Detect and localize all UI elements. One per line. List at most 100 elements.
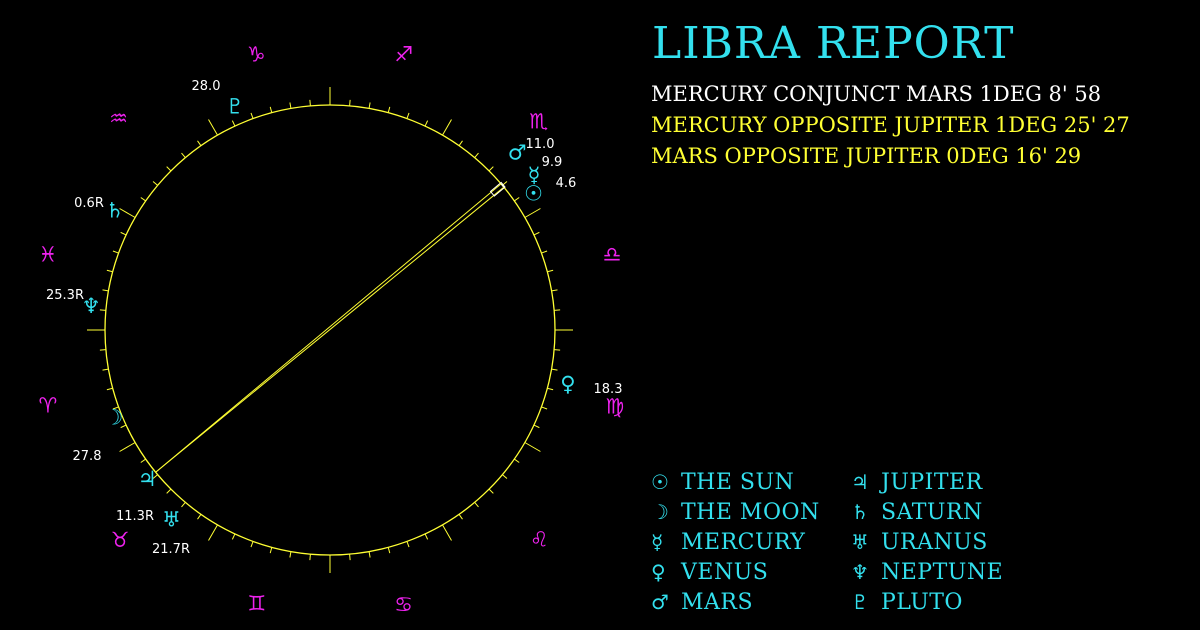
wheel-tick-marks [87,87,573,573]
minor-tick [269,106,273,113]
major-tick [208,524,218,541]
jupiter-icon: ♃ [851,470,869,494]
aspect-line-2: MERCURY OPPOSITE JUPITER 1DEG 25' 27 [651,113,1130,137]
mars-icon: ♂ [508,140,527,164]
minor-tick [514,458,520,463]
cancer-sign-icon: ♋ [394,592,413,616]
minor-tick [514,197,520,202]
wheel-circle [104,104,556,556]
minor-tick [181,152,186,158]
minor-tick [106,387,113,391]
aquarius-sign-icon: ♒ [109,107,128,131]
minor-tick [424,533,429,540]
mars-degree-label: 11.0 [526,137,555,152]
report-title: LIBRA REPORT [652,18,1015,69]
minor-tick [99,349,106,351]
legend-item-jupiter: ♃ JUPITER [851,467,1051,497]
minor-tick [547,387,554,391]
venus-degree-label: 18.3 [594,382,623,397]
legend-label: VENUS [681,559,769,585]
minor-tick [424,120,429,127]
minor-tick [368,102,371,109]
jupiter-degree-label: 11.3R [116,509,154,524]
minor-tick [166,488,172,494]
taurus-sign-icon: ♉ [111,528,130,552]
aspect-list: MERCURY CONJUNCT MARS 1DEG 8' 58 MERCURY… [651,79,1130,172]
mercury-mars-conjunct-line [500,183,505,188]
minor-tick [112,406,119,410]
aries-sign-icon: ♈ [39,394,58,418]
minor-tick [368,551,371,558]
uranus-degree-label: 21.7R [152,542,190,557]
minor-tick [458,140,463,146]
legend-label: PLUTO [881,589,963,615]
minor-tick [488,166,494,172]
minor-tick [474,502,479,508]
minor-tick [533,424,540,429]
natal-chart-wheel: ♑♐♏♎♍♌♋♊♉♈♓♒ ♂11.0☿9.9☉4.6♀18.3♅21.7R♃11… [39,43,625,617]
aspect-line-1: MERCURY CONJUNCT MARS 1DEG 8' 58 [651,82,1102,106]
minor-tick [197,140,202,146]
minor-tick [387,547,391,554]
legend-item-saturn: ♄ SATURN [851,497,1051,527]
minor-tick [231,120,236,127]
saturn-icon: ♄ [105,199,124,223]
neptune-icon: ♆ [82,294,101,318]
major-tick [119,208,136,218]
neptune-degree-label: 25.3R [46,288,84,303]
mars-jupiter-opposite-line [155,183,502,473]
zodiac-signs: ♑♐♏♎♍♌♋♊♉♈♓♒ [39,43,625,617]
mars-icon: ♂ [651,590,669,614]
minor-tick [533,231,540,236]
sun-degree-label: 4.6 [556,176,577,191]
legend-item-moon: ☽ THE MOON [651,497,851,527]
major-tick [524,442,541,452]
uranus-icon: ♅ [162,507,181,531]
minor-tick [269,547,273,554]
gemini-sign-icon: ♊ [247,591,266,615]
saturn-degree-label: 0.6R [74,196,104,211]
minor-tick [309,99,311,106]
minor-tick [458,514,463,520]
minor-tick [250,541,254,548]
minor-tick [547,269,554,273]
sun-icon: ☉ [524,182,543,206]
legend-item-uranus: ♅ URANUS [851,527,1051,557]
minor-tick [541,250,548,254]
minor-tick [289,102,292,109]
minor-tick [140,458,146,463]
sagittarius-sign-icon: ♐ [394,43,413,67]
minor-tick [152,181,158,186]
minor-tick [502,474,508,479]
minor-tick [541,406,548,410]
major-tick [208,119,218,136]
minor-tick [309,554,311,561]
minor-tick [102,289,109,292]
minor-tick [112,250,119,254]
minor-tick [289,551,292,558]
minor-tick [551,368,558,371]
legend-label: SATURN [881,499,983,525]
minor-tick [250,112,254,119]
planet-markers: ♂11.0☿9.9☉4.6♀18.3♅21.7R♃11.3R☽27.8♆25.3… [46,79,622,557]
legend-label: THE MOON [681,499,820,525]
mercury-jupiter-opposite-line [155,186,505,473]
capricorn-sign-icon: ♑ [247,43,266,67]
uranus-icon: ♅ [851,530,869,554]
mercury-icon: ☿ [651,530,664,554]
major-tick [442,119,452,136]
minor-tick [349,554,351,561]
libra-sign-icon: ♎ [603,242,622,266]
mercury-icon: ☿ [527,163,540,187]
jupiter-icon: ♃ [138,467,157,491]
minor-tick [102,368,109,371]
minor-tick [406,541,410,548]
moon-icon: ☽ [105,405,124,429]
minor-tick [551,289,558,292]
legend-item-neptune: ♆ NEPTUNE [851,557,1051,587]
minor-tick [120,231,127,236]
pluto-icon: ♇ [851,590,869,614]
minor-tick [474,152,479,158]
minor-tick [554,349,561,351]
venus-icon: ♀ [560,372,575,396]
